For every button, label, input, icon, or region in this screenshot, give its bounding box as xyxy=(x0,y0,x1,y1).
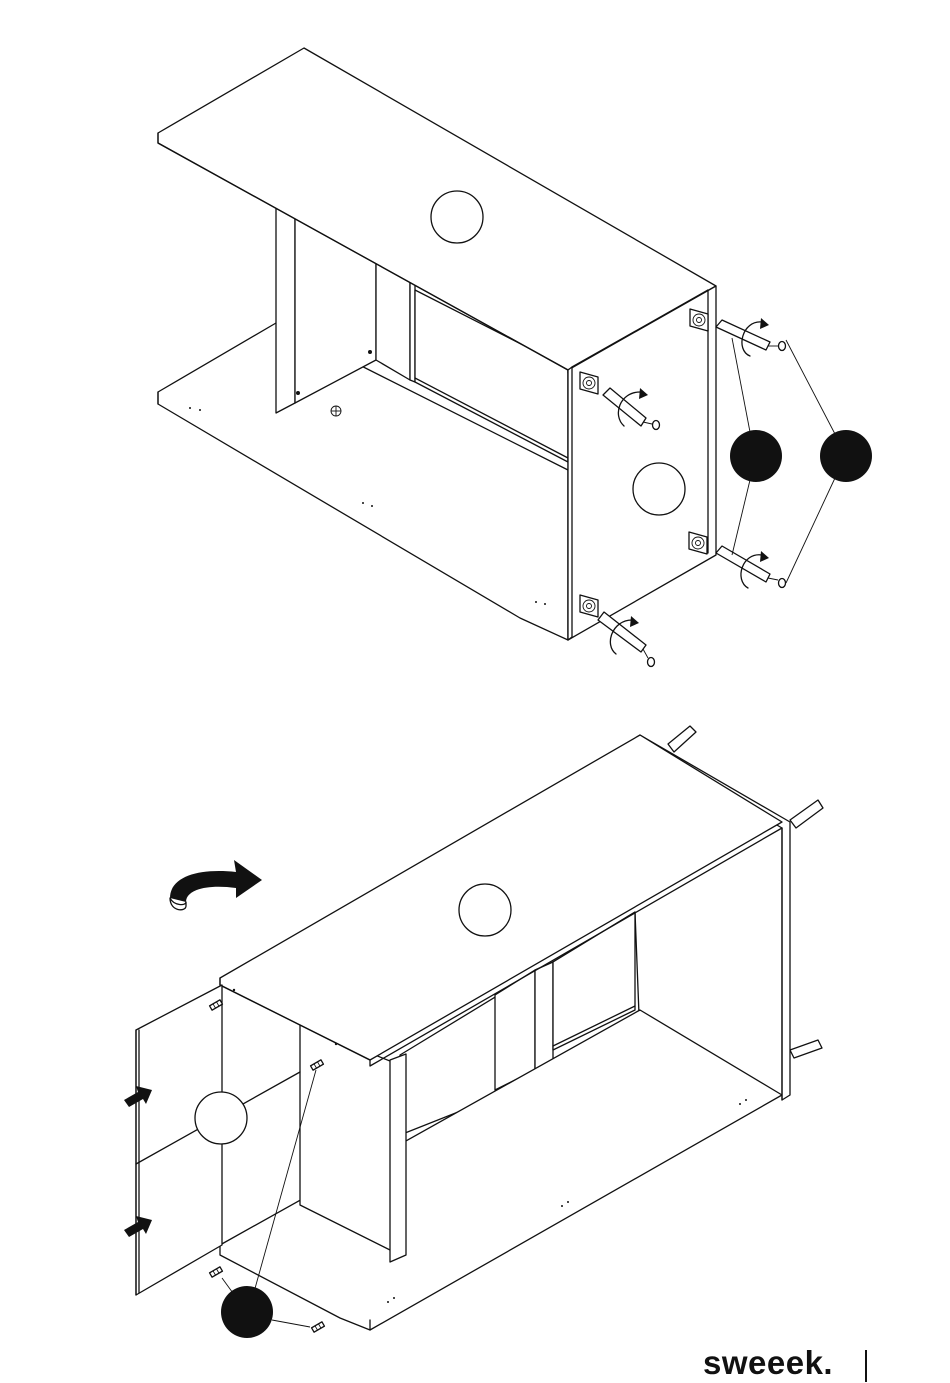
cabinet-left-panel xyxy=(276,198,295,413)
hardware-callout-pins xyxy=(221,1286,273,1338)
step-2-illustration xyxy=(124,726,823,1338)
brand-logo: sweeek. xyxy=(703,1346,833,1379)
flip-arrow-icon xyxy=(170,860,262,910)
hardware-callout-legs xyxy=(730,430,782,482)
cam-lock-icon xyxy=(331,406,341,416)
part-callout-door xyxy=(195,1092,247,1144)
brand-divider xyxy=(865,1350,867,1382)
part-callout-top xyxy=(431,191,483,243)
part-callout-end xyxy=(633,463,685,515)
hardware-callout-caps xyxy=(820,430,872,482)
part-callout-top xyxy=(459,884,511,936)
step-1-illustration xyxy=(158,48,872,667)
